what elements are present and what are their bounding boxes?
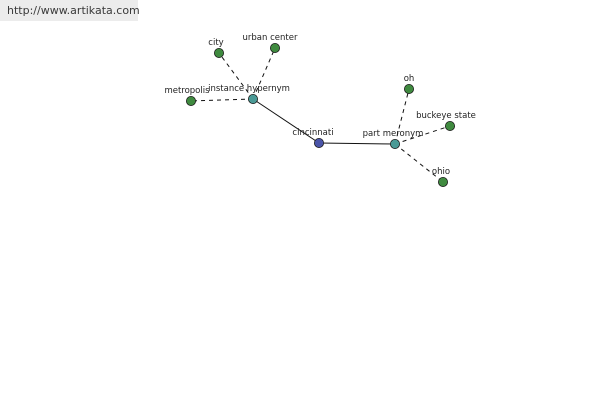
edge-cincinnati-to-part-meronym (318, 142, 396, 145)
node-label-instance-hypernym[interactable]: instance hypernym (208, 84, 290, 94)
node-urban-center[interactable] (269, 43, 280, 54)
edge-part-meronym-to-ohio (394, 143, 444, 183)
node-label-buckeye-state[interactable]: buckeye state (416, 111, 476, 121)
edge-instance-hypernym-to-metropolis (190, 98, 254, 102)
node-label-metropolis[interactable]: metropolis (164, 86, 210, 96)
node-label-cincinnati[interactable]: cincinnati (292, 128, 333, 138)
node-label-urban-center[interactable]: urban center (243, 33, 298, 43)
edge-cincinnati-to-instance-hypernym (252, 98, 320, 144)
edge-part-meronym-to-oh (394, 88, 410, 145)
edges-layer (190, 47, 451, 183)
node-ohio[interactable] (437, 176, 448, 187)
node-part-meronym[interactable] (389, 138, 400, 149)
url-banner[interactable]: http://www.artikata.com (0, 0, 140, 21)
node-label-part-meronym[interactable]: part meronym (363, 129, 424, 139)
edge-instance-hypernym-to-city (218, 52, 254, 100)
node-cincinnati[interactable] (313, 137, 324, 148)
node-oh[interactable] (403, 84, 414, 95)
edge-instance-hypernym-to-urban-center (252, 47, 276, 100)
nodes-layer (185, 43, 455, 187)
edge-part-meronym-to-buckeye-state (394, 125, 451, 145)
labels-layer: cincinnati instance hypernym part meronym c… (164, 33, 475, 177)
node-buckeye-state[interactable] (444, 121, 455, 132)
node-instance-hypernym[interactable] (247, 94, 258, 105)
node-metropolis[interactable] (185, 96, 196, 107)
node-label-city[interactable]: city (208, 38, 223, 48)
node-city[interactable] (213, 48, 224, 59)
node-label-ohio[interactable]: ohio (432, 167, 450, 177)
node-label-oh[interactable]: oh (404, 74, 415, 84)
